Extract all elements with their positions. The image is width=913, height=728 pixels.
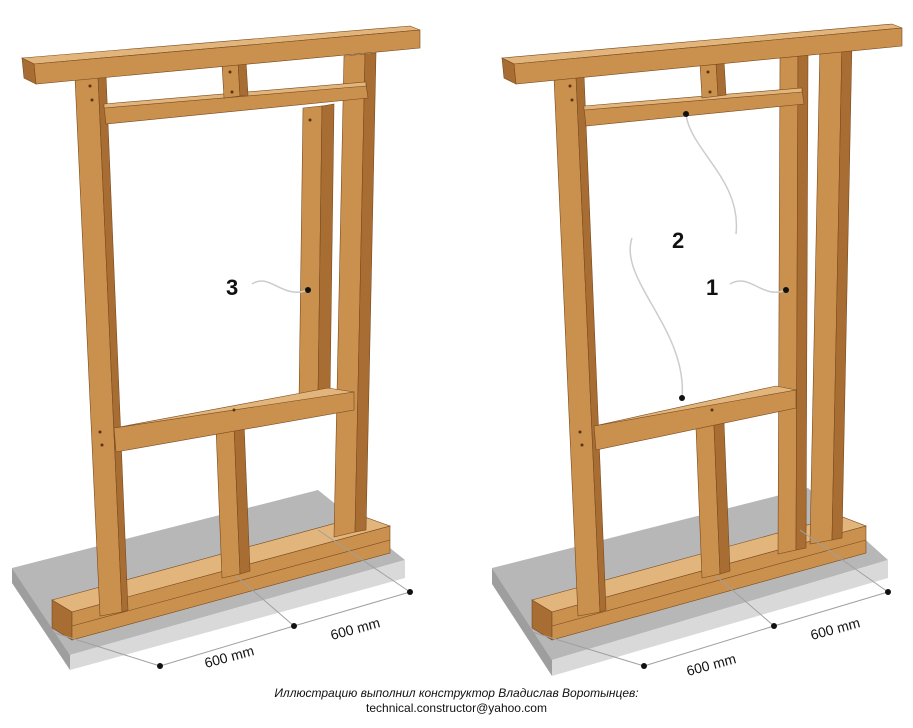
right-slab-front bbox=[492, 568, 552, 676]
right-dimension-2: 600 mm bbox=[809, 614, 862, 643]
left-callout-3-label: 3 bbox=[226, 275, 238, 300]
right-callout-1-label: 1 bbox=[706, 275, 718, 300]
left-sill-front bbox=[113, 391, 355, 453]
right-callout-2-dot-b bbox=[679, 395, 685, 401]
left-callout-3-dot bbox=[305, 287, 311, 293]
credit-email: technical.constructor@yahoo.com bbox=[366, 701, 547, 715]
left-top-plate-side bbox=[33, 29, 421, 85]
credit-author: Иллюстрацию выполнил конструктор Владисл… bbox=[274, 686, 639, 700]
left-callout-3-line bbox=[251, 280, 309, 293]
right-header bbox=[583, 89, 805, 127]
right-jack-stud bbox=[777, 55, 799, 555]
left-dimension-1: 600 mm bbox=[203, 642, 256, 671]
right-dimension-1: 600 mm bbox=[685, 650, 738, 679]
right-slab-side bbox=[552, 560, 888, 676]
right-frame bbox=[492, 23, 903, 676]
right-callout-2-line-a bbox=[685, 113, 738, 235]
right-callout-2-label: 2 bbox=[672, 228, 684, 253]
left-slab-front bbox=[12, 568, 70, 670]
left-dimension-2: 600 mm bbox=[329, 614, 382, 643]
right-callout-2-line-b bbox=[629, 237, 683, 399]
right-callout-1-line bbox=[729, 280, 787, 293]
right-callout-1-dot bbox=[783, 287, 789, 293]
right-top-plate-side bbox=[513, 27, 903, 85]
left-slab-side bbox=[70, 560, 405, 670]
right-sill-front bbox=[593, 389, 797, 451]
right-callout-2-dot-a bbox=[683, 111, 689, 117]
left-frame bbox=[12, 25, 421, 670]
wall-frame-illustration: 3 600 mm 600 mm 2 1 600 mm 600 mm bbox=[12, 23, 903, 679]
